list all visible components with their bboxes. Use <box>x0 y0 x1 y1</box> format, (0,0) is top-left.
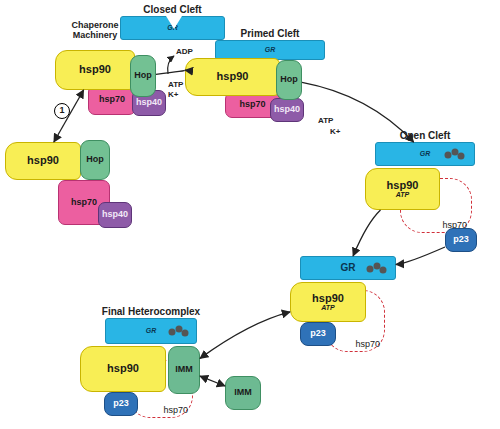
cofactor-label: ADP <box>176 47 193 56</box>
protein-name: hsp90 <box>107 363 139 375</box>
imm-shape: IMM <box>225 376 261 410</box>
protein-name: GR <box>341 263 356 274</box>
state-heading: Closed Cleft <box>81 5 264 16</box>
cofactor-label: K+ <box>168 90 178 99</box>
p23-shape: p23 <box>300 322 336 346</box>
receptor-box: GR <box>300 256 396 280</box>
hsp90-shape: hsp90 <box>5 142 81 180</box>
protein-name: IMM <box>234 388 252 397</box>
protein-name: Hop <box>280 75 298 84</box>
protein-name: p23 <box>453 235 469 244</box>
group-label: Chaperone Machinery <box>60 20 130 40</box>
nucleotide-label: ATP <box>396 191 409 198</box>
hsp90-shape: hsp90ATP <box>290 282 366 322</box>
protein-name: hsp70 <box>239 100 265 109</box>
state-heading: Open Cleft <box>336 131 500 142</box>
p23-shape: p23 <box>445 228 477 252</box>
protein-name: p23 <box>310 329 326 338</box>
nucleotide-label: GR <box>420 150 431 157</box>
nucleotide-label: GR <box>265 46 276 53</box>
reaction-arrow <box>396 247 445 265</box>
protein-name: 1 <box>59 106 64 115</box>
nucleotide-label: GR <box>146 327 157 334</box>
protein-name: Hop <box>134 71 152 80</box>
protein-name: hsp90 <box>217 71 249 83</box>
state-heading: Primed Cleft <box>176 29 364 40</box>
protein-name: hsp90 <box>312 293 344 305</box>
receptor-box: Primed CleftGR <box>215 40 325 60</box>
hop-shape: Hop <box>276 60 302 100</box>
protein-name: hsp70 <box>355 340 380 349</box>
nucleotide-label: GR <box>167 24 178 31</box>
p23-shape: p23 <box>104 392 138 416</box>
cofactor-label: ATP <box>318 116 333 125</box>
protein-name: Hop <box>86 155 104 164</box>
reaction-arrow <box>200 312 290 359</box>
reaction-arrow <box>54 90 84 142</box>
receptor-box: Final HeterocomplexGR <box>105 318 197 344</box>
hsp40-shape: hsp40 <box>270 98 304 122</box>
state-heading: Final Heterocomplex <box>66 307 236 318</box>
protein-name: hsp90 <box>387 180 419 192</box>
protein-name: IMM <box>175 365 193 374</box>
reaction-arrow <box>156 70 185 74</box>
protein-name: hsp40 <box>274 105 300 114</box>
release-arrow <box>168 56 174 74</box>
hop-shape: Hop <box>130 55 156 97</box>
protein-name: hsp70 <box>99 95 125 104</box>
reaction-arrow <box>302 82 414 142</box>
protein-name: p23 <box>113 399 129 408</box>
hsp90-shape: hsp90ATP <box>365 168 440 210</box>
receptor-box: Closed CleftGR <box>120 16 225 40</box>
imm-shape: IMM <box>168 346 200 394</box>
protein-name: hsp40 <box>136 98 162 107</box>
protein-name: hsp90 <box>79 64 111 76</box>
callout-number: 1 <box>54 103 70 119</box>
protein-name: hsp40 <box>102 210 128 219</box>
reaction-arrow <box>200 376 225 386</box>
cofactor-label: K+ <box>330 127 340 136</box>
hsp90-shape: hsp90 <box>80 346 166 392</box>
cofactor-label: ATP <box>168 80 183 89</box>
protein-name: hsp70 <box>71 198 97 207</box>
hsp40-shape: hsp40 <box>98 202 132 228</box>
nucleotide-label: ATP <box>321 304 334 311</box>
hsp90-shape: hsp90 <box>55 50 135 90</box>
hop-shape: Hop <box>80 140 110 180</box>
receptor-box: Open CleftGR <box>375 142 475 166</box>
protein-name: hsp90 <box>27 155 59 167</box>
reaction-arrow <box>353 210 380 256</box>
protein-name: hsp70 <box>163 406 188 415</box>
hsp90-shape: hsp90 <box>185 58 280 96</box>
